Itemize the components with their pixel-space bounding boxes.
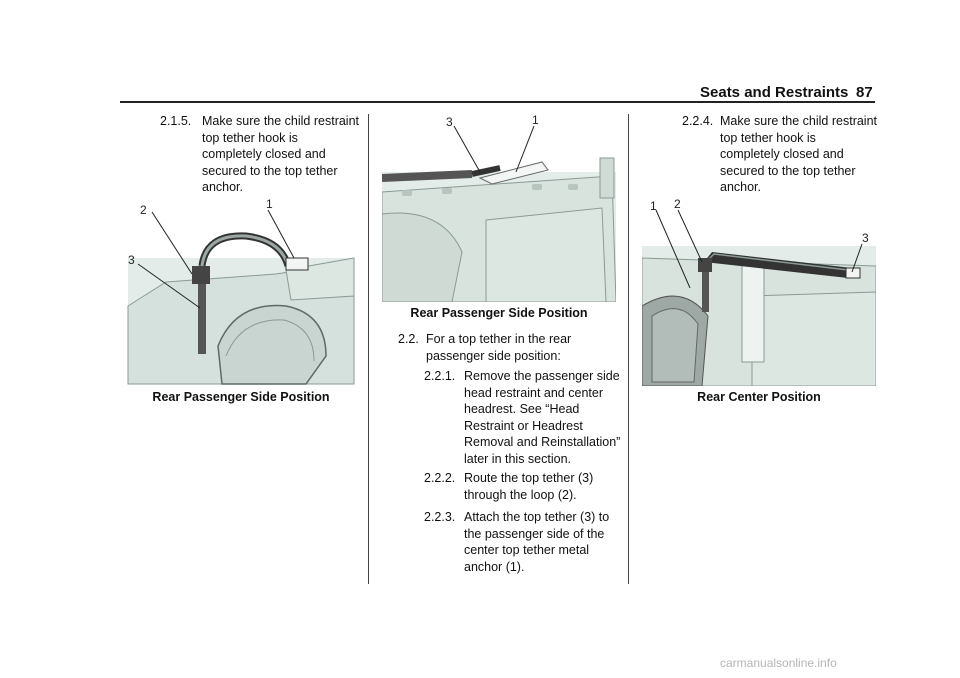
tether-strap [382, 170, 473, 182]
step-line: Attach the top tether (3) to [464, 510, 610, 524]
callout-line [515, 125, 535, 173]
seat-button [532, 184, 542, 190]
step-text: Attach the top tether (3) to the passeng… [464, 509, 609, 575]
step-line: anchor. [720, 180, 762, 194]
seat-button [442, 188, 452, 194]
step-2-2-3: 2.2.3. Attach the top tether (3) to the … [424, 509, 624, 577]
callout-line [267, 209, 295, 259]
step-line: Make sure the child restraint [720, 114, 878, 128]
head-restraint-post [478, 161, 549, 185]
step-line: the passenger side of the [464, 526, 605, 541]
watermark: carmanualsonline.info [720, 656, 837, 670]
step-text: Make sure the child restraint top tether… [202, 113, 359, 196]
callout-3: 3 [446, 115, 453, 129]
seat-side [599, 157, 615, 199]
step-line: anchor (1). [464, 559, 525, 574]
step-line: top tether hook is [720, 130, 816, 145]
step-text: Remove the passenger side head restraint… [464, 368, 620, 467]
callout-3: 3 [128, 253, 135, 267]
head-restraint-trim [225, 319, 315, 362]
step-line: Route the top tether (3) [464, 471, 594, 485]
step-number: 2.1.5. [160, 114, 192, 128]
callout-line [151, 211, 193, 275]
step-text: Route the top tether (3) through the loo… [464, 470, 593, 503]
seat-cushion-left [382, 212, 463, 302]
step-line: Removal and Reinstallation” [464, 435, 621, 449]
step-number: 2.2.3. [424, 510, 456, 524]
tether-hook [471, 165, 501, 177]
step-line: passenger side position: [426, 348, 561, 363]
seat-cushion-right [485, 207, 607, 302]
step-text: Make sure the child restraint top tether… [720, 113, 877, 196]
step-line: through the loop (2). [464, 487, 577, 502]
step-2-2-2: 2.2.2. Route the top tether (3) through … [424, 470, 624, 504]
callout-2: 2 [674, 197, 681, 211]
callout-2: 2 [140, 203, 147, 217]
seat-button [402, 190, 412, 196]
step-line: head restraint and center [464, 385, 603, 400]
tether-strap-inner [200, 234, 290, 267]
tether-anchor [285, 257, 309, 271]
step-line: Make sure the child restraint [202, 114, 360, 128]
figure-rear-center: 1 2 3 [642, 197, 876, 386]
step-line: later in this section. [464, 451, 571, 466]
step-2-1-5: 2.1.5. Make sure the child restraint top… [160, 113, 365, 203]
tether-strap [704, 252, 852, 278]
step-line: Restraint or Headrest [464, 418, 583, 433]
column-divider-2 [628, 114, 629, 584]
callout-line [655, 209, 691, 289]
step-line: top tether hook is [202, 130, 298, 145]
step-line: Remove the passenger side [464, 369, 620, 383]
step-number: 2.2.4. [682, 114, 714, 128]
center-headrest-post [741, 261, 765, 363]
step-line: secured to the top tether [720, 163, 856, 178]
step-line: center top tether metal [464, 543, 590, 557]
step-number: 2.2. [398, 332, 419, 346]
callout-line [851, 243, 863, 273]
seat-cushion-right [751, 291, 876, 386]
step-line: completely closed and [720, 147, 844, 161]
step-line: For a top tether in the rear [426, 332, 572, 346]
tether-strap-vertical [702, 272, 709, 312]
step-line: completely closed and [202, 147, 326, 161]
callout-1: 1 [532, 113, 539, 127]
callout-line [677, 209, 703, 263]
column-divider-1 [368, 114, 369, 584]
tether-loop [192, 266, 210, 284]
step-2-2: 2.2. For a top tether in the rear passen… [398, 331, 623, 365]
figure-rear-passenger-side-2: 3 1 [382, 113, 616, 302]
step-2-2-1: 2.2.1. Remove the passenger side head re… [424, 368, 624, 468]
head-restraint-trim [651, 308, 699, 383]
step-2-2-4: 2.2.4. Make sure the child restraint top… [682, 113, 882, 203]
figure-caption: Rear Passenger Side Position [152, 390, 330, 404]
step-number: 2.2.2. [424, 471, 456, 485]
callout-1: 1 [266, 197, 273, 211]
header-rule [120, 101, 875, 103]
section-title: Seats and Restraints [700, 84, 849, 101]
callout-line [137, 263, 201, 309]
callout-line [453, 125, 481, 173]
tether-loop [698, 258, 712, 272]
figure-caption: Rear Center Position [697, 390, 821, 404]
figure-rear-passenger-side-1: 2 1 3 [127, 197, 355, 385]
tether-strap-vertical [198, 284, 206, 354]
head-restraint [217, 304, 327, 385]
callout-3: 3 [862, 231, 869, 245]
figure-caption: Rear Passenger Side Position [410, 306, 588, 320]
step-number: 2.2.1. [424, 369, 456, 383]
page-number: 87 [856, 84, 873, 101]
step-text: For a top tether in the rear passenger s… [426, 331, 571, 364]
callout-1: 1 [650, 199, 657, 213]
seat-button [568, 184, 578, 190]
step-line: anchor. [202, 180, 244, 194]
step-line: secured to the top tether [202, 163, 338, 178]
step-line: headrest. See “Head [464, 402, 580, 416]
